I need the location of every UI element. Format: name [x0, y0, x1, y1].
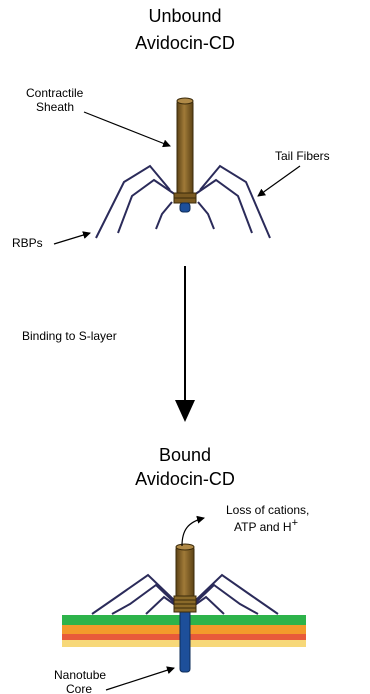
bottom-title-line1: Bound — [159, 445, 211, 465]
label-rbps: RBPs — [12, 236, 43, 250]
top-title-line2: Avidocin-CD — [135, 33, 235, 53]
arrow-rbps — [54, 233, 90, 244]
arrow-contractile — [84, 112, 170, 146]
label-nanotube-line2: Core — [66, 682, 92, 694]
label-contractile-line1: Contractile — [26, 86, 84, 100]
bound-nanotube-core — [180, 604, 190, 672]
unbound-contractile-sheath — [177, 100, 193, 196]
label-contractile-line2: Sheath — [36, 100, 74, 114]
label-loss-line1: Loss of cations, — [226, 503, 309, 517]
label-loss-superscript: + — [292, 517, 298, 529]
bound-contractile-sheath — [176, 546, 194, 604]
bottom-title-line2: Avidocin-CD — [135, 469, 235, 489]
arrow-loss — [182, 518, 204, 546]
unbound-phage — [96, 98, 270, 238]
label-tail-fibers: Tail Fibers — [275, 149, 330, 163]
bound-phage — [92, 544, 278, 672]
label-nanotube-line1: Nanotube — [54, 668, 106, 682]
label-binding: Binding to S-layer — [22, 329, 117, 343]
arrow-tail-fibers — [258, 166, 300, 196]
label-loss-line2: ATP and H+ — [234, 517, 298, 534]
arrow-nanotube — [106, 668, 174, 690]
binding-arrowhead — [175, 400, 195, 422]
unbound-baseplate — [174, 193, 196, 198]
label-loss-main: ATP and H — [234, 520, 292, 534]
unbound-nanotube-core — [180, 203, 190, 212]
top-title-line1: Unbound — [148, 6, 221, 26]
